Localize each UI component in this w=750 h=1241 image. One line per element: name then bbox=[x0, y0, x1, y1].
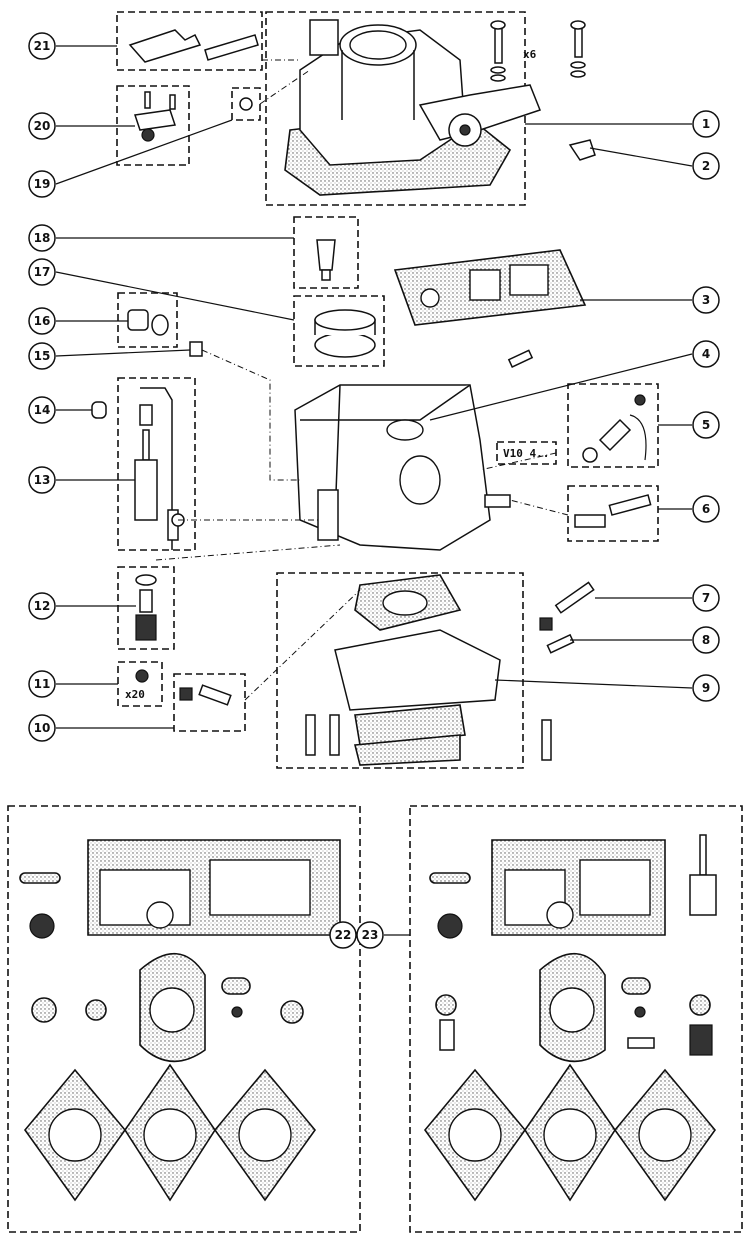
needle-valve-part-18 bbox=[316, 239, 336, 281]
svg-text:5: 5 bbox=[702, 418, 710, 432]
box-part-12 bbox=[117, 566, 175, 650]
svg-text:17: 17 bbox=[34, 265, 51, 279]
carburetor-main-body bbox=[294, 384, 511, 551]
svg-text:13: 13 bbox=[34, 473, 51, 487]
callout-8: 8 bbox=[692, 626, 720, 654]
svg-text:16: 16 bbox=[34, 314, 51, 328]
box-part-16 bbox=[117, 292, 178, 348]
box-part-5 bbox=[567, 383, 659, 468]
callout-12: 12 bbox=[28, 592, 56, 620]
svg-text:3: 3 bbox=[702, 293, 710, 307]
svg-text:23: 23 bbox=[362, 928, 379, 942]
svg-text:19: 19 bbox=[34, 177, 51, 191]
clip-part-2 bbox=[568, 139, 596, 161]
needle-valve-part-12 bbox=[135, 574, 157, 641]
svg-text:20: 20 bbox=[34, 119, 51, 133]
svg-text:4: 4 bbox=[702, 347, 710, 361]
box-kit-23 bbox=[409, 805, 743, 1233]
screws-x6 bbox=[490, 20, 586, 82]
svg-text:15: 15 bbox=[34, 349, 51, 363]
box-part-20 bbox=[116, 85, 190, 166]
svg-text:6: 6 bbox=[702, 502, 710, 516]
callout-11: 11 bbox=[28, 670, 56, 698]
callout-4: 4 bbox=[692, 340, 720, 368]
svg-text:9: 9 bbox=[702, 681, 710, 695]
spring-part-8 bbox=[546, 633, 575, 654]
kit-23-parts bbox=[423, 834, 717, 1202]
screw-part-7 bbox=[539, 581, 595, 631]
screw-spring-part-6 bbox=[574, 494, 652, 528]
fuel-inlet-part-21 bbox=[128, 29, 259, 63]
svg-text:8: 8 bbox=[702, 633, 710, 647]
box-part-18 bbox=[293, 216, 359, 289]
box-part-6 bbox=[567, 485, 659, 542]
callout-22: 22 bbox=[329, 921, 357, 949]
callout-23: 23 bbox=[356, 921, 384, 949]
svg-text:7: 7 bbox=[702, 591, 710, 605]
callout-1: 1 bbox=[692, 110, 720, 138]
svg-text:11: 11 bbox=[34, 677, 51, 691]
callout-13: 13 bbox=[28, 466, 56, 494]
callout-18: 18 bbox=[28, 224, 56, 252]
leader-lines bbox=[55, 45, 693, 936]
svg-text:18: 18 bbox=[34, 231, 51, 245]
svg-text:1: 1 bbox=[702, 117, 710, 131]
box-part-17 bbox=[293, 295, 385, 367]
callout-6: 6 bbox=[692, 495, 720, 523]
callout-10: 10 bbox=[28, 714, 56, 742]
box-part-9 bbox=[276, 572, 524, 769]
label-qty-jets: x20 bbox=[125, 688, 145, 701]
callout-5: 5 bbox=[692, 411, 720, 439]
box-part-10 bbox=[173, 673, 246, 732]
throttle-body-part-9 bbox=[305, 574, 552, 766]
callout-7: 7 bbox=[692, 584, 720, 612]
callout-19: 19 bbox=[28, 170, 56, 198]
callout-20: 20 bbox=[28, 112, 56, 140]
svg-text:21: 21 bbox=[34, 39, 51, 53]
box-part-21 bbox=[116, 11, 263, 71]
svg-text:12: 12 bbox=[34, 599, 51, 613]
screw-part-4 bbox=[507, 349, 534, 368]
box-kit-22 bbox=[7, 805, 361, 1233]
label-qty-screws: x6 bbox=[523, 48, 537, 61]
jet-part-11 bbox=[135, 669, 149, 683]
callout-14: 14 bbox=[28, 396, 56, 424]
bracket-part-20 bbox=[134, 91, 176, 142]
spring-part-19 bbox=[239, 97, 253, 111]
svg-text:2: 2 bbox=[702, 159, 710, 173]
svg-text:10: 10 bbox=[34, 721, 51, 735]
emulsion-tube-part-13 bbox=[134, 387, 185, 550]
svg-text:22: 22 bbox=[335, 928, 352, 942]
callout-21: 21 bbox=[28, 32, 56, 60]
cap-part-14 bbox=[91, 401, 107, 419]
callout-16: 16 bbox=[28, 307, 56, 335]
callout-17: 17 bbox=[28, 258, 56, 286]
plug-part-16 bbox=[127, 309, 169, 336]
callout-2: 2 bbox=[692, 152, 720, 180]
svg-text:14: 14 bbox=[34, 403, 51, 417]
carburetor-top-cover bbox=[284, 19, 541, 196]
float-part-17 bbox=[314, 309, 376, 358]
label-model-code: V10 4.. bbox=[503, 447, 549, 460]
lever-part-5 bbox=[582, 394, 647, 463]
box-part-13 bbox=[117, 377, 196, 551]
kit-22-parts bbox=[19, 839, 341, 1202]
jet-screw-part-10 bbox=[179, 684, 232, 706]
jet-part-15 bbox=[189, 341, 203, 357]
callout-15: 15 bbox=[28, 342, 56, 370]
callout-3: 3 bbox=[692, 286, 720, 314]
callout-9: 9 bbox=[692, 674, 720, 702]
